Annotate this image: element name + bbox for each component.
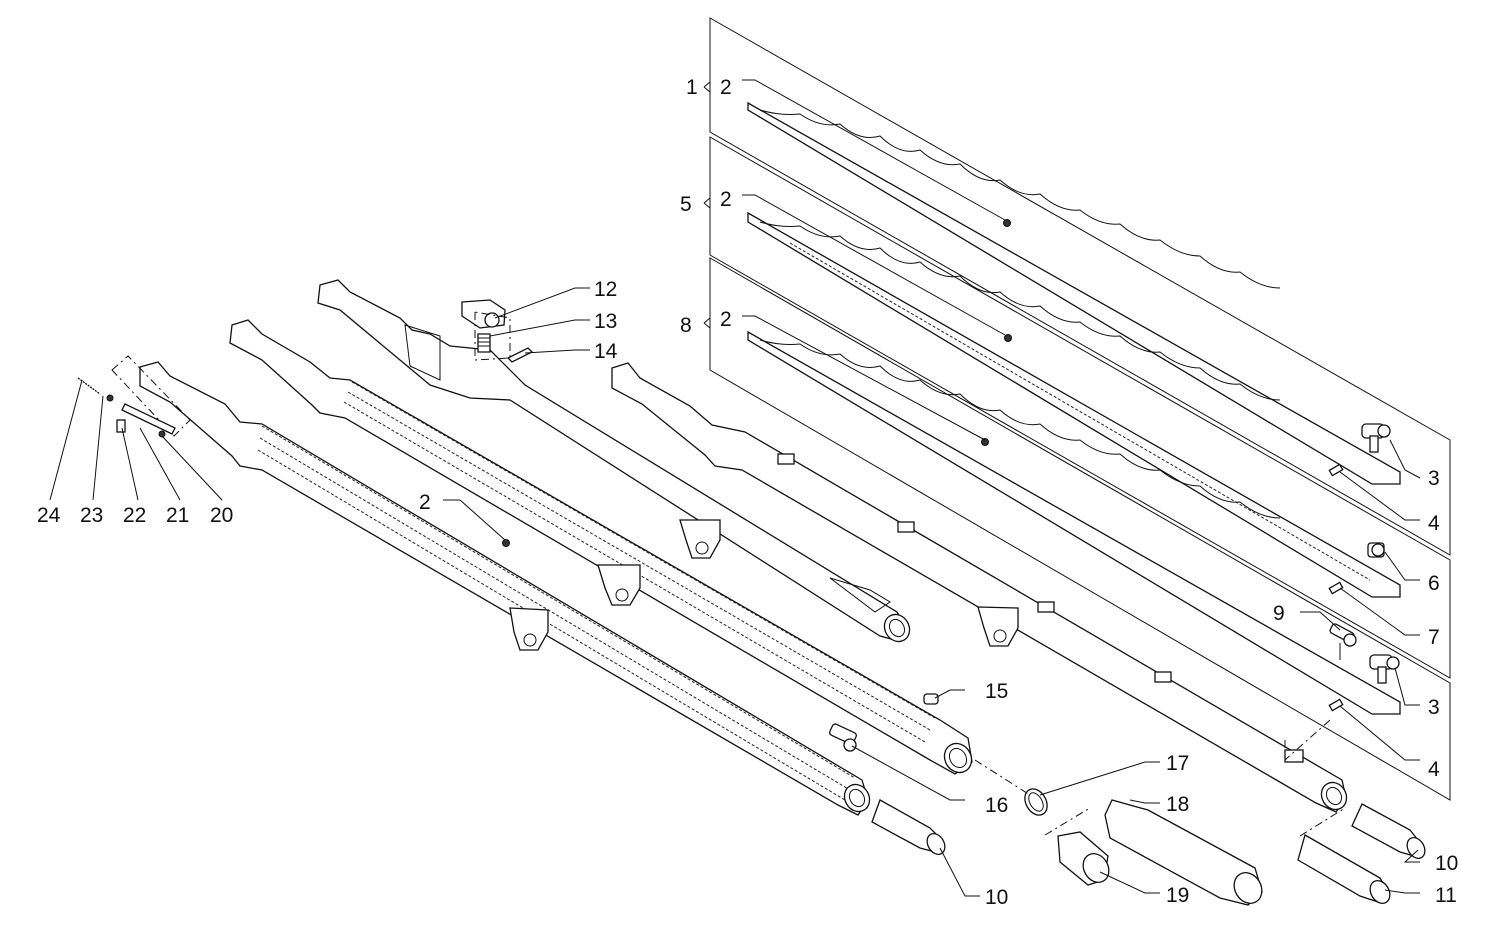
leader-lines bbox=[49, 79, 1421, 897]
rib-5 bbox=[747, 211, 1401, 598]
rib-8 bbox=[747, 330, 1401, 715]
callout-10: 10 bbox=[985, 886, 1008, 909]
callout-22: 22 bbox=[123, 504, 146, 527]
assembly-line-2 bbox=[1044, 807, 1091, 836]
callout-6: 6 bbox=[1428, 572, 1440, 595]
callout-13: 13 bbox=[594, 310, 617, 333]
screw-4-top bbox=[1328, 463, 1344, 477]
rib-5-wave bbox=[759, 221, 1281, 401]
rib-1-wave bbox=[759, 109, 1281, 289]
assembly-line-1 bbox=[974, 759, 1031, 796]
panel-5-frame bbox=[709, 136, 1451, 679]
callout-5: 5 bbox=[680, 193, 692, 216]
part-15 bbox=[923, 693, 939, 705]
callout-24: 24 bbox=[37, 504, 61, 527]
choke-10-right bbox=[1351, 803, 1426, 859]
callout-12: 12 bbox=[594, 278, 617, 301]
rib-1-screw bbox=[1003, 219, 1011, 227]
part-6 bbox=[1367, 542, 1385, 558]
part-9 bbox=[1329, 623, 1357, 660]
nut-19 bbox=[1057, 831, 1110, 886]
callout-3: 3 bbox=[1428, 467, 1440, 490]
callout-16: 16 bbox=[985, 794, 1008, 817]
callout-2: 2 bbox=[720, 76, 732, 99]
panel-8-frame bbox=[709, 257, 1451, 801]
sleeve-18 bbox=[1104, 799, 1263, 906]
front-sight-3-bottom bbox=[1369, 654, 1400, 684]
screw-7 bbox=[1328, 581, 1344, 595]
callout-14: 14 bbox=[594, 340, 618, 363]
callout-4: 4 bbox=[1428, 512, 1440, 535]
rib-8-wave bbox=[759, 339, 1281, 519]
callout-11: 11 bbox=[1435, 884, 1457, 907]
callout-2: 2 bbox=[720, 188, 732, 211]
callout-21: 21 bbox=[166, 504, 189, 527]
front-sight-3-top bbox=[1361, 423, 1391, 453]
choke-11 bbox=[1297, 834, 1391, 904]
rib-5-vent bbox=[789, 242, 1371, 581]
panel-1-frame bbox=[709, 17, 1451, 556]
choke-10-left bbox=[871, 799, 946, 855]
assembly-line-5 bbox=[474, 311, 511, 361]
callout-8: 8 bbox=[680, 314, 692, 337]
callout-17: 17 bbox=[1166, 752, 1189, 775]
callout-4: 4 bbox=[1428, 758, 1440, 781]
callout-1: 1 bbox=[686, 76, 698, 99]
callout-10: 10 bbox=[1435, 852, 1458, 875]
callout-2: 2 bbox=[720, 308, 732, 331]
callout-19: 19 bbox=[1166, 884, 1189, 907]
part-16 bbox=[829, 723, 857, 752]
rib-block-12 bbox=[461, 299, 534, 363]
assembly-line-4 bbox=[1284, 719, 1331, 762]
rib-1 bbox=[747, 101, 1401, 485]
callout-2: 2 bbox=[419, 491, 431, 514]
callout-3: 3 bbox=[1428, 696, 1440, 719]
callout-15: 15 bbox=[985, 680, 1008, 703]
ring-17 bbox=[1024, 788, 1048, 816]
callout-labels: 1 2 5 2 8 2 12 13 14 2 3 4 6 7 9 3 4 15 … bbox=[37, 76, 1458, 909]
screw-4-bottom bbox=[1328, 698, 1344, 712]
small-parts-20-24 bbox=[77, 355, 191, 438]
barrel-c bbox=[139, 361, 871, 816]
callout-7: 7 bbox=[1428, 626, 1440, 649]
barrel-a bbox=[317, 279, 911, 643]
rib-8-screw bbox=[981, 438, 989, 446]
callout-9: 9 bbox=[1273, 602, 1285, 625]
callout-20: 20 bbox=[210, 504, 233, 527]
rib-panel-group bbox=[709, 17, 1451, 801]
rib-5-screw bbox=[1004, 334, 1012, 342]
callout-23: 23 bbox=[80, 504, 103, 527]
callout-18: 18 bbox=[1166, 793, 1189, 816]
barrel-d bbox=[611, 362, 1348, 813]
assembly-line-3 bbox=[1299, 807, 1346, 837]
barrel-b bbox=[229, 319, 973, 775]
